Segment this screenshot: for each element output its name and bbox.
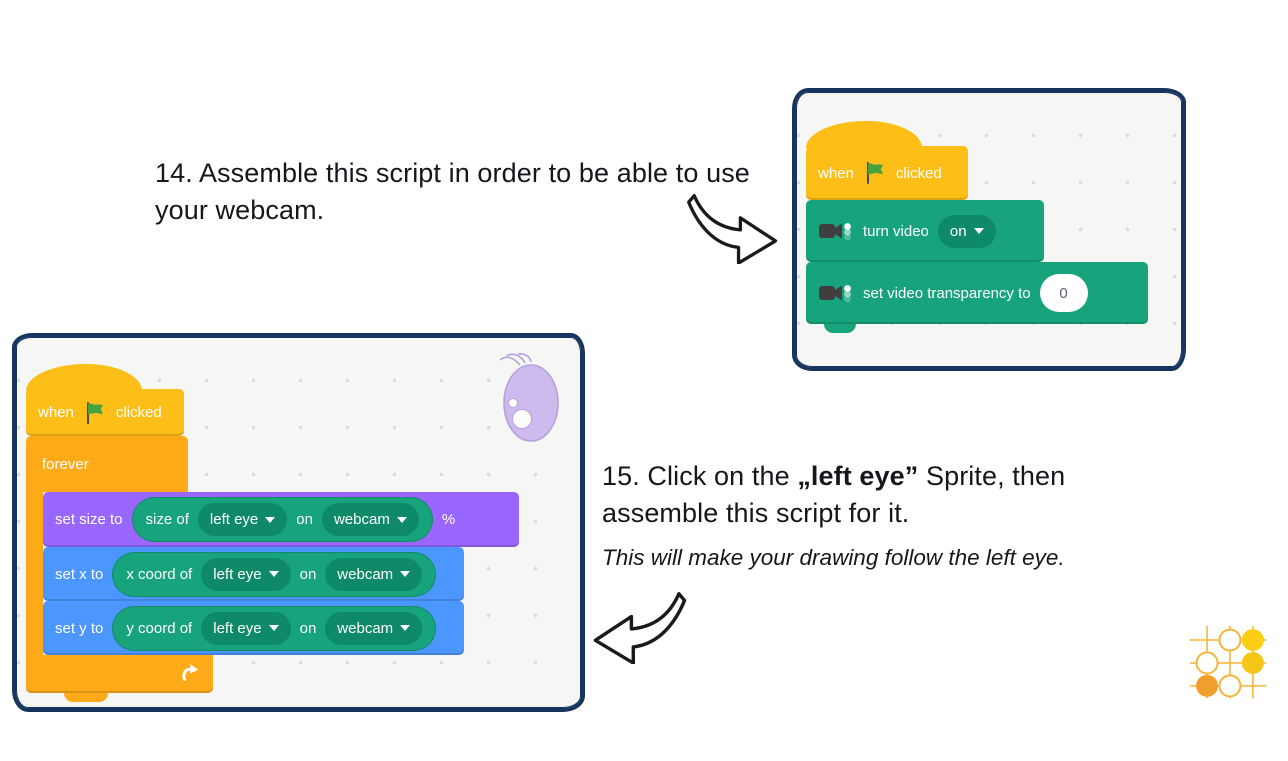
on-label: on (299, 619, 317, 637)
dropdown-caret-icon (973, 228, 984, 234)
body-part-value: left eye (213, 619, 262, 637)
arrow-right-icon (686, 192, 780, 269)
hat-clicked-label: clicked (115, 404, 162, 421)
on-label: on (296, 511, 313, 528)
source-value: webcam (337, 565, 394, 583)
webcam-script-panel: when clicked turn video (792, 88, 1186, 371)
source-dropdown: webcam (325, 557, 423, 591)
dropdown-caret-icon (400, 625, 411, 631)
instruction-note: This will make your drawing follow the l… (602, 545, 1202, 571)
x-coord-reporter: x coord of left eye on webcam (112, 551, 437, 597)
size-of-label: size of (145, 511, 189, 528)
dropdown-caret-icon (265, 516, 276, 523)
body-part-dropdown: left eye (201, 557, 291, 591)
transparency-value: 0 (1059, 284, 1068, 302)
block-bottom-bump (64, 693, 108, 702)
y-coord-label: y coord of (126, 619, 193, 637)
source-dropdown: webcam (325, 611, 423, 645)
dropdown-caret-icon (268, 571, 279, 577)
dropdown-caret-icon (396, 516, 407, 523)
green-flag-icon (863, 161, 887, 185)
body-part-value: left eye (213, 565, 262, 583)
video-camera-icon (818, 218, 854, 244)
source-dropdown: webcam (321, 503, 419, 536)
forever-block: forever (26, 436, 188, 492)
set-video-transparency-block: set video transparency to 0 (806, 262, 1148, 324)
source-value: webcam (333, 511, 390, 528)
body-part-value: left eye (209, 511, 259, 528)
set-x-label: set x to (55, 565, 104, 583)
y-coord-reporter: y coord of left eye on webcam (112, 605, 437, 651)
org-logo (1186, 620, 1272, 709)
when-flag-clicked-hat-block: when clicked (806, 121, 968, 200)
source-value: webcam (337, 619, 394, 637)
video-state-value: on (949, 222, 967, 240)
size-of-reporter: size of left eye on webcam (131, 497, 433, 542)
set-size-label: set size to (55, 511, 123, 528)
percent-suffix: % (441, 511, 456, 528)
set-transparency-label: set video transparency to (863, 284, 1031, 302)
video-camera-icon (818, 280, 854, 306)
hat-when-label: when (38, 404, 74, 421)
step-14-text: 14. Assemble this script in order to be … (155, 158, 750, 225)
instruction-step-15: 15. Click on the „left eye” Sprite, then… (602, 458, 1187, 532)
set-x-block: set x to x coord of left eye on webcam (43, 547, 464, 601)
arrow-left-icon (588, 590, 690, 669)
hat-clicked-label: clicked (895, 164, 942, 182)
loop-arrow-icon (179, 662, 201, 689)
dropdown-caret-icon (400, 571, 411, 577)
forever-block-arm (26, 492, 43, 655)
forever-label: forever (42, 455, 89, 473)
forever-block-bottom (26, 655, 213, 693)
turn-video-label: turn video (863, 222, 929, 240)
sprite-thumbnail (498, 353, 562, 450)
step-15-prefix: 15. Click on the (602, 461, 798, 491)
body-part-dropdown: left eye (197, 503, 288, 536)
set-y-label: set y to (55, 619, 104, 637)
video-state-dropdown: on (937, 214, 996, 248)
on-label: on (299, 565, 317, 583)
set-y-block: set y to y coord of left eye on webcam (43, 601, 464, 655)
body-part-dropdown: left eye (201, 611, 291, 645)
transparency-value-input: 0 (1039, 274, 1088, 312)
when-flag-clicked-hat-block: when clicked (26, 364, 184, 436)
note-text: This will make your drawing follow the l… (602, 545, 1065, 570)
hat-when-label: when (818, 164, 854, 182)
step-15-highlight: „left eye” (797, 461, 919, 491)
x-coord-label: x coord of (126, 565, 193, 583)
green-flag-icon (83, 401, 107, 425)
step-15-suffix: Sprite, then assemble this script for it… (602, 461, 1066, 528)
instruction-step-14: 14. Assemble this script in order to be … (155, 155, 800, 229)
dropdown-caret-icon (268, 625, 279, 631)
set-size-block: set size to size of left eye on webcam % (43, 492, 519, 547)
turn-video-block: turn video on (806, 200, 1044, 262)
lefteye-script-panel: when clicked forever s (12, 333, 585, 712)
block-bottom-bump (824, 324, 856, 333)
